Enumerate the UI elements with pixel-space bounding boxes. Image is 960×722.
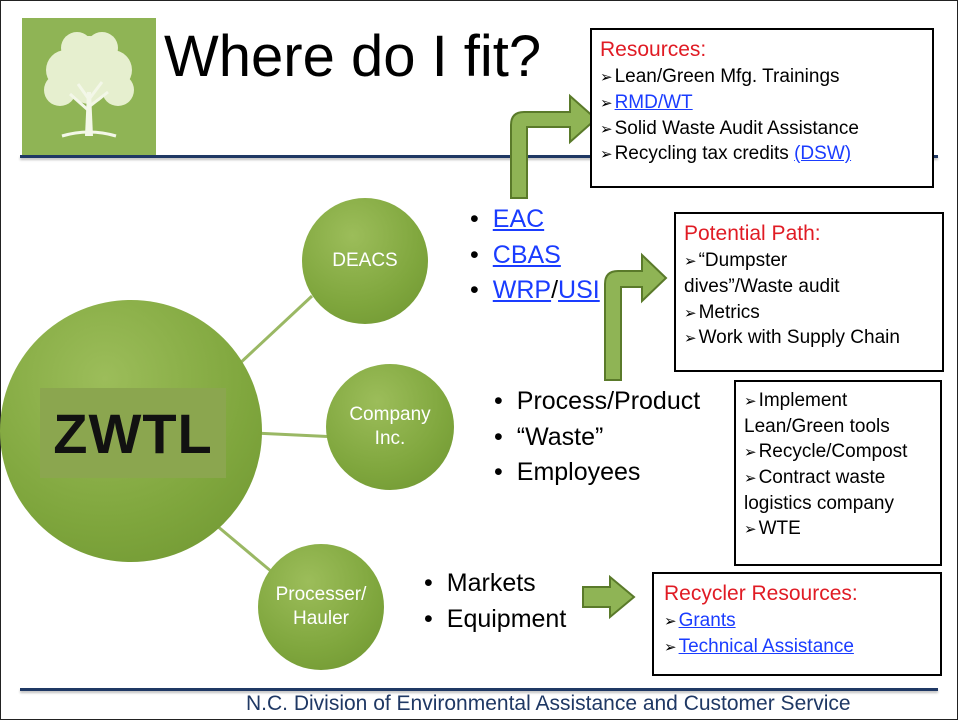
- list-item: ➢Implement: [744, 390, 848, 411]
- list-item: dives”/Waste audit: [684, 275, 840, 297]
- list-item: ➢WTE: [744, 518, 801, 540]
- list-item: Lean/Green tools: [744, 415, 890, 437]
- usi-link[interactable]: USI: [558, 276, 600, 304]
- list-item: logistics company: [744, 492, 894, 514]
- slide-title: Where do I fit?: [164, 24, 542, 89]
- list-item: ➢Grants: [664, 610, 736, 632]
- recycler-resources-box: Recycler Resources: ➢Grants ➢Technical A…: [652, 572, 942, 676]
- footer-text: N.C. Division of Environmental Assistanc…: [246, 692, 851, 715]
- list-item: ➢RMD/WT: [600, 91, 693, 113]
- potential-path-box: Potential Path: ➢“Dumpster dives”/Waste …: [674, 212, 944, 372]
- list-item: •Markets: [424, 569, 536, 597]
- arrow-to-resources-icon: [510, 93, 598, 199]
- list-item: ➢Work with Supply Chain: [684, 327, 900, 349]
- deacs-label: DEACS: [332, 250, 398, 272]
- dsw-link[interactable]: (DSW): [794, 143, 852, 165]
- deacs-node: DEACS: [302, 198, 428, 324]
- list-item: •WRP/USI: [470, 276, 600, 304]
- list-item: ➢Recycling tax credits (DSW): [600, 143, 852, 165]
- line-zwtl-processor: [209, 518, 273, 574]
- eac-link[interactable]: EAC: [492, 205, 545, 233]
- list-item: ➢Technical Assistance: [664, 635, 854, 657]
- company-label: Company Inc.: [349, 404, 431, 449]
- wrp-link[interactable]: WRP: [492, 276, 552, 304]
- list-item: •Equipment: [424, 604, 567, 633]
- potential-path-heading: Potential Path:: [684, 222, 821, 245]
- list-item: ➢Metrics: [684, 301, 760, 323]
- list-item: ➢Contract waste: [744, 466, 886, 488]
- arrow-to-path-icon: [604, 252, 668, 381]
- list-item: •Process/Product: [494, 387, 701, 415]
- bottom-divider: [20, 688, 938, 691]
- cbas-link[interactable]: CBAS: [492, 240, 561, 269]
- list-item: ➢Recycle/Compost: [744, 441, 908, 463]
- list-item: •“Waste”: [494, 422, 604, 451]
- company-node: Company Inc.: [326, 364, 454, 490]
- top-divider: [20, 155, 938, 158]
- company-list: •Process/Product •“Waste” •Employees: [494, 384, 700, 491]
- list-item: •CBAS: [470, 240, 561, 269]
- resources-heading: Resources:: [600, 38, 707, 61]
- processor-label: Processer/ Hauler: [275, 584, 367, 629]
- recycler-heading: Recycler Resources:: [664, 582, 858, 605]
- deacs-program-list: •EAC •CBAS •WRP/USI: [470, 202, 600, 309]
- resources-box: Resources: ➢Lean/Green Mfg. Trainings ➢R…: [590, 28, 934, 188]
- list-item: ➢“Dumpster: [684, 250, 788, 272]
- tree-logo-icon: [22, 18, 156, 156]
- implement-box: ➢Implement Lean/Green tools ➢Recycle/Com…: [734, 380, 942, 566]
- processor-list: •Markets •Equipment: [424, 566, 566, 637]
- list-item: •Employees: [494, 458, 641, 486]
- arrow-to-recycler-icon: [582, 574, 636, 620]
- list-item: ➢Solid Waste Audit Assistance: [600, 117, 859, 139]
- processor-node: Processer/ Hauler: [258, 544, 384, 670]
- technical-assistance-link[interactable]: Technical Assistance: [678, 635, 854, 657]
- rmd-wt-link[interactable]: RMD/WT: [614, 91, 693, 113]
- list-item: •EAC: [470, 205, 545, 233]
- grants-link[interactable]: Grants: [678, 610, 736, 632]
- zwtl-label: ZWTL: [40, 388, 226, 478]
- list-item: ➢Lean/Green Mfg. Trainings: [600, 66, 840, 88]
